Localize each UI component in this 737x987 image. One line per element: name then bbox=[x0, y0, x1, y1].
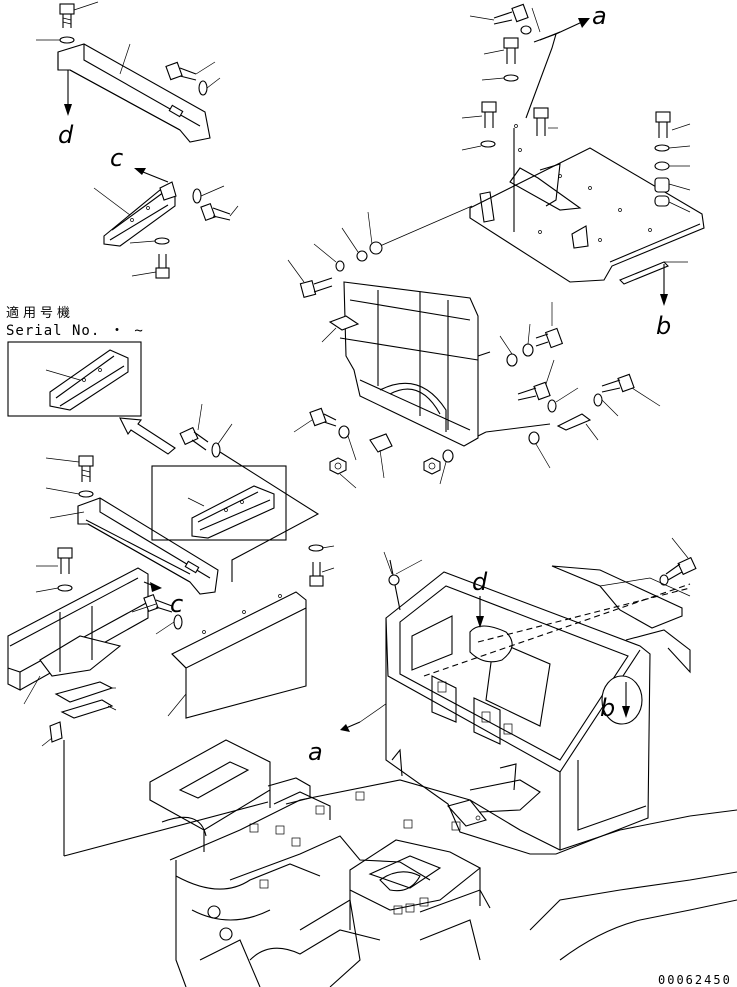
bolt bbox=[78, 455, 94, 482]
bolt bbox=[655, 111, 671, 138]
bolt bbox=[535, 327, 564, 349]
chassis-frame bbox=[149, 739, 737, 987]
bolt bbox=[200, 203, 231, 221]
bracket-c-assembly: c bbox=[93, 144, 239, 279]
bolt bbox=[503, 37, 519, 64]
mid-center-inset bbox=[151, 403, 335, 719]
serial-note-jp: 適用号機 bbox=[6, 305, 74, 321]
bolt bbox=[493, 3, 529, 25]
bolt bbox=[155, 254, 170, 279]
arrow-label-c-lower: c bbox=[170, 590, 183, 618]
bolt bbox=[57, 547, 73, 574]
bolt bbox=[179, 426, 209, 451]
bolt bbox=[59, 3, 75, 28]
top-left-beam-assembly: d bbox=[36, 1, 221, 149]
bolt bbox=[481, 101, 497, 128]
arrow-label-b: b bbox=[656, 312, 671, 340]
bolt bbox=[601, 373, 635, 393]
serial-note-range: ・ ~ bbox=[110, 323, 144, 339]
bolt bbox=[533, 107, 549, 136]
top-right-plate-assembly: a bbox=[461, 2, 705, 340]
arrow-label-a: a bbox=[592, 2, 607, 30]
mid-left-assembly: c bbox=[7, 455, 269, 857]
arrow-label-b-cab: b bbox=[600, 694, 615, 722]
arrow-label-c: c bbox=[110, 144, 123, 172]
arrow-label-d-cab: d bbox=[472, 568, 488, 596]
cab-assembly: a d b bbox=[308, 537, 697, 855]
arrow-label-d: d bbox=[58, 121, 74, 149]
drawing-code: 00062450 bbox=[658, 973, 732, 987]
bolt bbox=[143, 594, 173, 613]
bolt bbox=[309, 562, 324, 587]
serial-note-box bbox=[7, 341, 142, 417]
serial-note-en: Serial No. bbox=[6, 323, 100, 339]
bolt bbox=[665, 556, 697, 581]
serial-note: 適用号機 Serial No. ・ ~ bbox=[6, 305, 176, 455]
bolt bbox=[517, 381, 551, 401]
bolt bbox=[309, 407, 337, 427]
cover-panel-assembly bbox=[287, 205, 661, 489]
bolt bbox=[299, 277, 333, 298]
bolt bbox=[165, 61, 197, 81]
arrow-label-a-lower: a bbox=[308, 738, 323, 766]
